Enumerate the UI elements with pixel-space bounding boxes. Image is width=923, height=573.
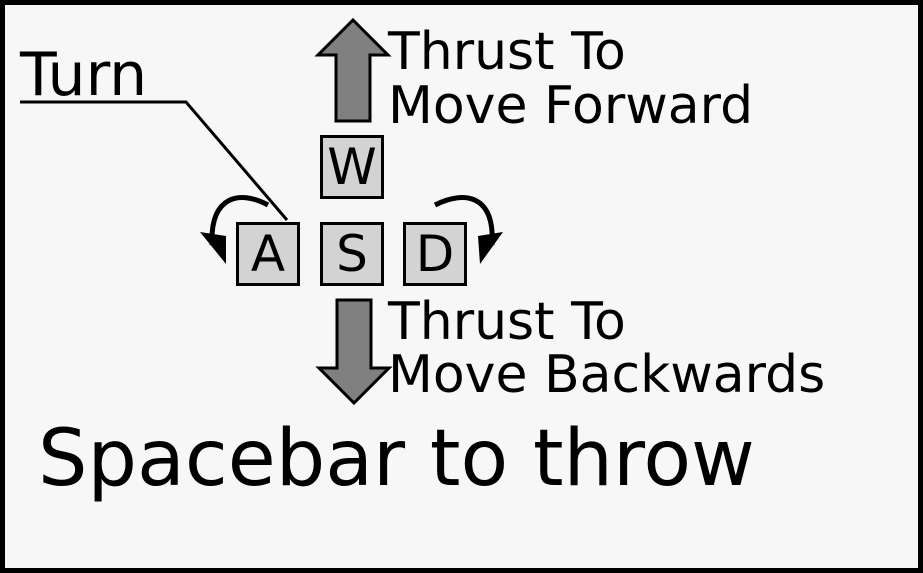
key-a: A [236, 222, 300, 286]
turn-leader-line [20, 100, 289, 221]
down-arrow-icon [315, 298, 393, 406]
curved-arrow-right-icon [433, 195, 503, 264]
diagram-background [5, 5, 918, 568]
turn-label: Turn [20, 40, 148, 110]
backward-label-line2: Move Backwards [388, 345, 826, 405]
up-arrow-icon [314, 17, 392, 123]
forward-label-line2: Move Forward [388, 76, 754, 136]
key-w: W [320, 135, 384, 199]
spacebar-label: Spacebar to throw [38, 414, 755, 504]
forward-label-line1: Thrust To [388, 22, 626, 82]
curved-arrow-left-icon [200, 195, 270, 264]
key-s: S [320, 222, 384, 286]
backward-label-line1: Thrust To [388, 292, 626, 352]
key-d: D [403, 222, 467, 286]
